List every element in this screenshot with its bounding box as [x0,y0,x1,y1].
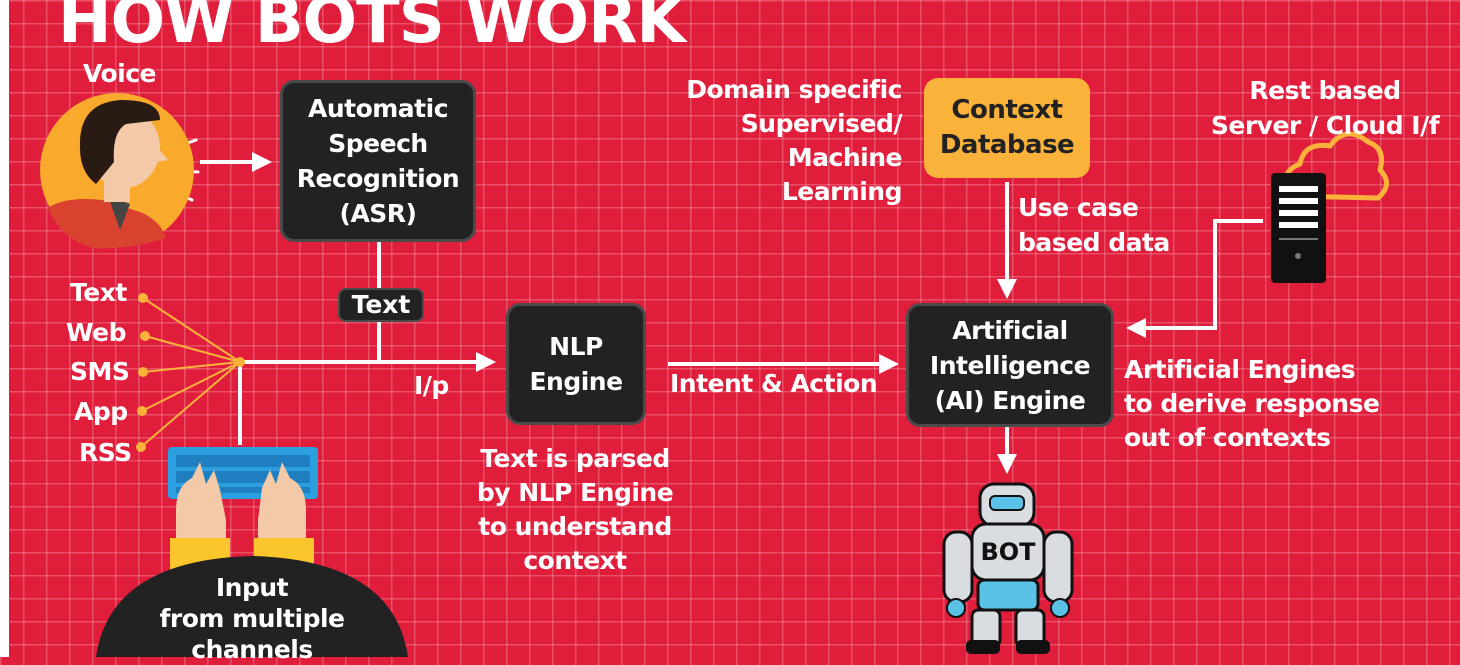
channel-label-text: Text [70,278,127,307]
person-speaking-icon [40,93,194,249]
server-icon [1271,173,1326,283]
asr-box: Automatic Speech Recognition (ASR) [280,80,476,242]
intent-action-label: Intent & Action [670,369,878,398]
rest-server-label: Rest based Server / Cloud I/f [1210,76,1440,140]
ai-engine-box: Artificial Intelligence (AI) Engine [906,303,1114,427]
left-edge-strip [0,0,9,657]
context-database-box: Context Database [924,78,1090,178]
robot-icon [942,482,1074,654]
nlp-caption: Text is parsed by NLP Engine to understa… [476,444,674,575]
engines-caption: Artificial Engines to derive response ou… [1124,355,1380,452]
channel-label-rss: RSS [79,438,132,467]
input-base-shape [96,556,408,657]
channel-dots [136,293,245,452]
input-channels-label: Input from multiple channels [159,573,346,664]
nlp-engine-box: NLP Engine [506,303,646,425]
channel-label-web: Web [66,318,127,347]
cloud-icon [1283,131,1389,201]
text-pill: Text [338,288,424,322]
domain-specific-label: Domain specific Supervised/ Machine Lear… [686,75,902,206]
voice-label: Voice [83,59,157,88]
keyboard-hands-icon [168,447,318,578]
arrow-server-to-ai [1126,219,1263,338]
bot-label: BOT [980,538,1036,566]
channel-label-sms: SMS [70,357,130,386]
ip-label: I/p [414,371,449,400]
use-case-label: Use case based data [1018,193,1170,257]
page-title: HOW BOTS WORK [58,0,686,58]
channel-fan-lines [140,297,241,448]
channel-label-app: App [74,397,128,426]
